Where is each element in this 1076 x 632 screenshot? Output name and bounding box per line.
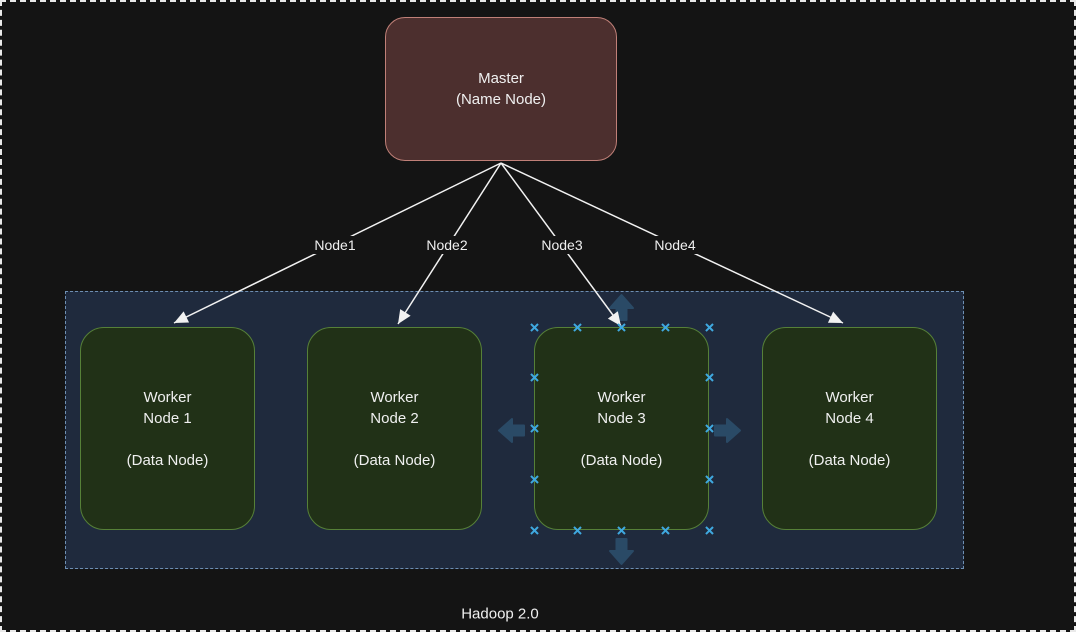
master-node[interactable]: Master (Name Node) bbox=[385, 17, 617, 161]
connection-point-icon[interactable] bbox=[661, 323, 670, 332]
edge-label-node1[interactable]: Node1 bbox=[310, 236, 360, 254]
connection-point-icon[interactable] bbox=[705, 526, 714, 535]
connection-point-icon[interactable] bbox=[530, 323, 539, 332]
connection-point-icon[interactable] bbox=[705, 323, 714, 332]
connection-point-icon[interactable] bbox=[530, 475, 539, 484]
connection-point-icon[interactable] bbox=[617, 526, 626, 535]
master-node-label: Master (Name Node) bbox=[455, 70, 547, 108]
connection-point-icon[interactable] bbox=[705, 373, 714, 382]
connection-point-icon[interactable] bbox=[573, 526, 582, 535]
worker-node-1[interactable]: Worker Node 1 (Data Node) bbox=[80, 327, 255, 530]
worker-node-4[interactable]: Worker Node 4 (Data Node) bbox=[762, 327, 937, 530]
edge-label-node3[interactable]: Node3 bbox=[537, 236, 587, 254]
worker-node-2[interactable]: Worker Node 2 (Data Node) bbox=[307, 327, 482, 530]
connection-point-icon[interactable] bbox=[705, 475, 714, 484]
edge-label-node4[interactable]: Node4 bbox=[650, 236, 700, 254]
connection-point-icon[interactable] bbox=[705, 424, 714, 433]
connection-point-icon[interactable] bbox=[617, 323, 626, 332]
edge-label-node2[interactable]: Node2 bbox=[422, 236, 472, 254]
connection-point-icon[interactable] bbox=[530, 373, 539, 382]
worker-node-4-label: Worker Node 4 (Data Node) bbox=[808, 388, 891, 469]
worker-node-3-label: Worker Node 3 (Data Node) bbox=[580, 388, 663, 469]
connection-point-icon[interactable] bbox=[573, 323, 582, 332]
worker-node-1-label: Worker Node 1 (Data Node) bbox=[126, 388, 209, 469]
connection-point-icon[interactable] bbox=[530, 424, 539, 433]
worker-node-3[interactable]: Worker Node 3 (Data Node) bbox=[534, 327, 709, 530]
worker-node-2-label: Worker Node 2 (Data Node) bbox=[353, 388, 436, 469]
connection-point-icon[interactable] bbox=[661, 526, 670, 535]
connection-point-icon[interactable] bbox=[530, 526, 539, 535]
diagram-caption[interactable]: Hadoop 2.0 bbox=[461, 605, 539, 623]
